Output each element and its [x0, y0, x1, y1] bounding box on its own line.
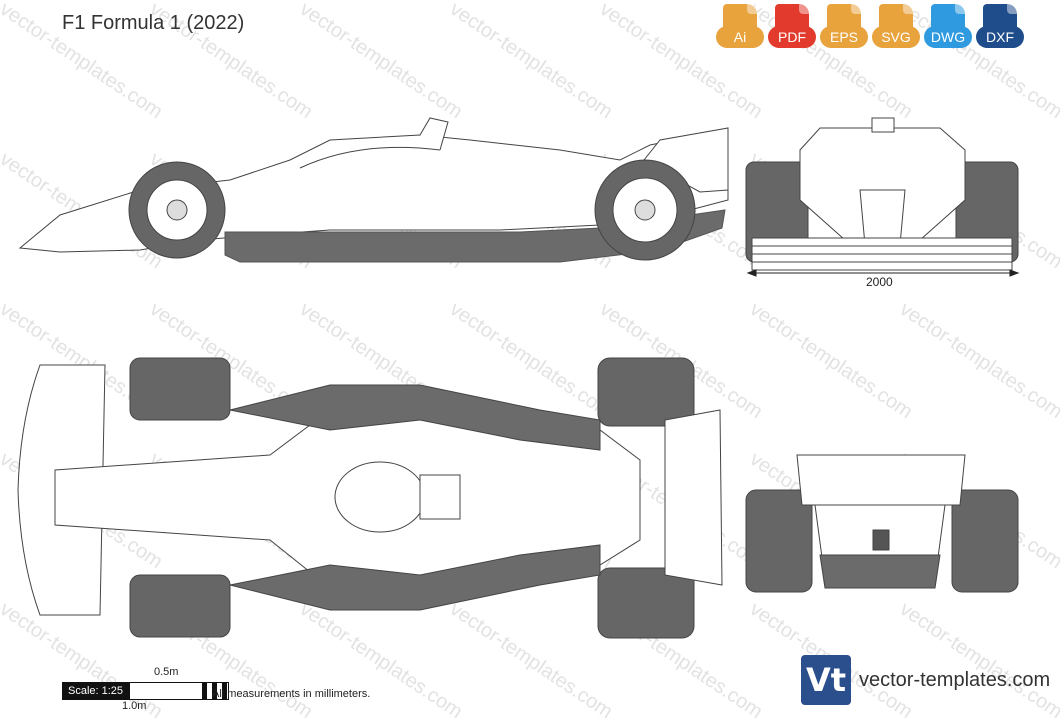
format-dwg-label: DWG	[924, 26, 972, 48]
scale-bar	[129, 682, 230, 700]
top-sidepod-right	[229, 544, 601, 611]
format-eps-icon[interactable]: EPS	[820, 4, 868, 54]
rear-right-tire	[951, 489, 1019, 593]
side-halo	[299, 146, 441, 169]
dimension-line	[746, 269, 1020, 277]
top-rear-right-tire	[597, 567, 695, 639]
front-nose	[859, 189, 906, 246]
scale-label: Scale: 1:25	[62, 682, 130, 700]
format-svg-icon[interactable]: SVG	[872, 4, 920, 54]
side-view	[18, 117, 729, 263]
format-svg-label: SVG	[872, 26, 920, 48]
side-front-hub	[166, 199, 188, 221]
top-front-left-tire	[129, 357, 231, 421]
format-pdf-icon[interactable]: PDF	[768, 4, 816, 54]
scale-seg	[202, 683, 208, 699]
side-airbox	[419, 117, 449, 151]
top-front-right-tire	[129, 574, 231, 638]
format-eps-label: EPS	[820, 26, 868, 48]
scale-seg	[222, 683, 228, 699]
rear-view	[745, 454, 1019, 593]
top-rear-left-tire	[597, 357, 695, 427]
top-cockpit	[334, 461, 426, 533]
brand-logo-icon: Vt	[801, 655, 851, 705]
scale-seg	[212, 683, 218, 699]
format-ai-label: Ai	[716, 26, 764, 48]
format-pdf-label: PDF	[768, 26, 816, 48]
scale-half-label: 0.5m	[154, 666, 179, 678]
scale-full-label: 1.0m	[122, 700, 147, 712]
brand[interactable]: Vt vector-templates.com	[801, 655, 1050, 705]
measurement-note: All measurements in millimeters.	[212, 688, 371, 700]
rear-light	[872, 529, 890, 551]
top-view	[17, 357, 723, 639]
side-rear-hub	[634, 199, 656, 221]
format-ai-icon[interactable]: Ai	[716, 4, 764, 54]
top-sidepod-left	[229, 384, 601, 451]
rear-wing	[796, 454, 966, 506]
format-dxf-icon[interactable]: DXF	[976, 4, 1024, 54]
top-engine-cover	[419, 474, 461, 520]
format-dwg-icon[interactable]: DWG	[924, 4, 972, 54]
front-body	[799, 127, 966, 241]
format-dxf-label: DXF	[976, 26, 1024, 48]
brand-text: vector-templates.com	[859, 668, 1051, 691]
rear-diffuser	[819, 554, 941, 589]
front-airbox	[871, 117, 895, 133]
front-view	[745, 117, 1019, 271]
scale-bar-group: Scale: 1:25	[62, 682, 230, 700]
format-icons: Ai PDF EPS SVG DWG DXF	[716, 4, 1024, 54]
width-dimension-label: 2000	[866, 275, 893, 289]
top-rear-wing	[664, 409, 723, 586]
page-title: F1 Formula 1 (2022)	[62, 12, 245, 34]
side-floor	[224, 209, 726, 263]
rear-left-tire	[745, 489, 813, 593]
